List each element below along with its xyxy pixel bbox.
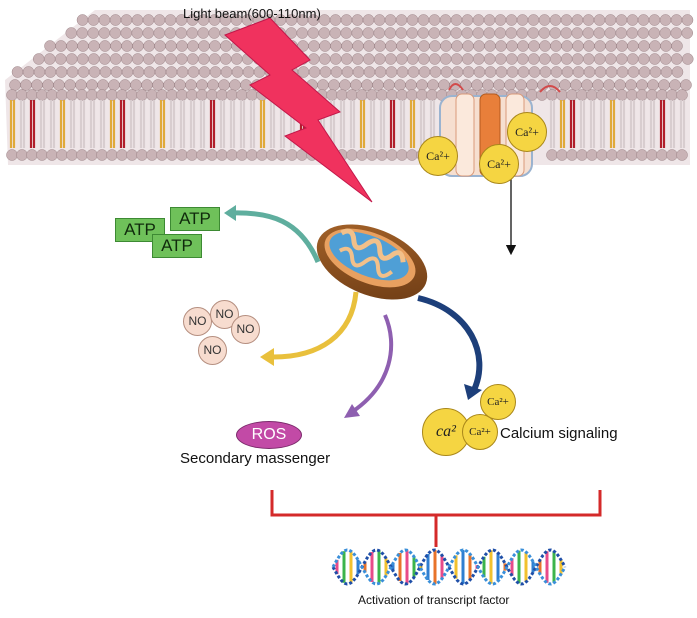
arrow-mito-to-no [260,291,359,366]
arrow-mito-to-atp [224,205,321,263]
calcium-ion: Ca²+ [418,136,458,176]
mitochondrion [316,224,428,300]
calcium-ion: Ca²+ [479,144,519,184]
light-beam-bolt [224,17,373,203]
no-molecule: NO [231,315,260,344]
no-molecule: NO [183,307,212,336]
arrow-mito-to-calcium [417,295,483,400]
atp-molecule: ATP [152,234,202,258]
dna-helix [331,548,567,586]
ros-molecule: ROS [236,421,302,449]
arrow-mito-to-ros [344,314,394,418]
light-beam-label: Light beam(600-110nm) [183,6,321,21]
calcium-ion: Ca²+ [462,414,498,450]
no-molecule: NO [198,336,227,365]
convergence-bracket [270,490,602,547]
calcium-ion: Ca²+ [507,112,547,152]
atp-molecule: ATP [170,207,220,231]
secondary-messenger-label: Secondary massenger [180,450,331,467]
cell-membrane [5,10,694,165]
calcium-ion: Ca²+ [480,384,516,420]
calcium-signaling-label: Calcium signaling [500,425,618,442]
activation-label: Activation of transcript factor [358,593,510,607]
